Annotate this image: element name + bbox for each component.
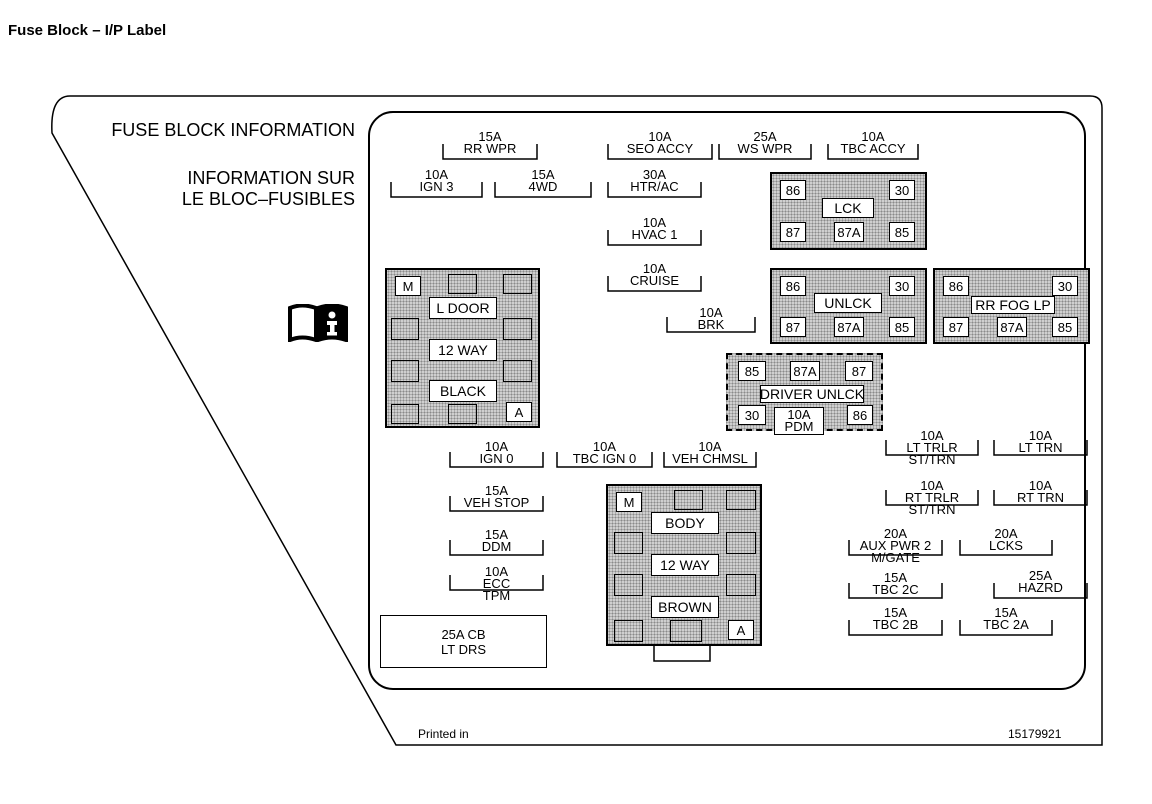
owner-manual-icon: [288, 304, 348, 342]
relay-name: UNLCK: [814, 293, 882, 313]
relay-terminal: 30: [1052, 276, 1078, 296]
connector-cavity: [614, 574, 643, 596]
connector-label: 12 WAY: [651, 554, 719, 576]
relay-terminal: 86: [780, 180, 806, 200]
relay-rr-fog-lp: 86 30 RR FOG LP 87 87A 85: [933, 268, 1090, 344]
page-title: Fuse Block – I/P Label: [8, 22, 167, 39]
connector-label: BODY: [651, 512, 719, 534]
relay-unlck: 86 30 UNLCK 87 87A 85: [770, 268, 927, 344]
connector-cavity: [614, 620, 643, 642]
connector-cavity: [503, 274, 532, 294]
relay-terminal: 86: [847, 405, 873, 425]
printed-in: Printed in: [418, 727, 469, 741]
connector-cavity: [391, 360, 419, 382]
connector-cavity: [503, 318, 532, 340]
relay-terminal: 87: [780, 317, 806, 337]
relay-terminal: 30: [889, 276, 915, 296]
connector-label: BROWN: [651, 596, 719, 618]
connector-cavity: [726, 532, 756, 554]
fuse-block-info-fr-1: INFORMATION SUR: [187, 168, 355, 188]
relay-terminal: 86: [780, 276, 806, 296]
fuse-brackets: [390, 144, 1088, 636]
connector-cavity: [391, 404, 419, 424]
connector-l-door-black: M L DOOR 12 WAY BLACK A: [385, 268, 540, 428]
relay-terminal: 30: [738, 405, 766, 425]
connector-cavity: [503, 360, 532, 382]
relay-terminal: 30: [889, 180, 915, 200]
relay-name: LCK: [822, 198, 874, 218]
connector-cavity: [670, 620, 702, 642]
connector-cavity: [674, 490, 703, 510]
connector-cavity: [448, 274, 477, 294]
relay-terminal: 85: [1052, 317, 1078, 337]
relay-terminal: 85: [889, 317, 915, 337]
relay-lck: 86 30 LCK 87 87A 85: [770, 172, 927, 250]
relay-terminal: 85: [738, 361, 766, 381]
fuse-panel-outline: [368, 111, 1086, 690]
relay-terminal: 85: [889, 222, 915, 242]
relay-name: RR FOG LP: [971, 296, 1055, 314]
relay-terminal: 87: [780, 222, 806, 242]
connector-label: L DOOR: [429, 297, 497, 319]
label-outline: [51, 95, 1103, 746]
connector-cavity: [614, 532, 643, 554]
connector-pin-a: A: [728, 620, 754, 640]
connector-label: BLACK: [429, 380, 497, 402]
fuse-block-info-fr-2: LE BLOC–FUSIBLES: [181, 189, 355, 209]
relay-terminal: 86: [943, 276, 969, 296]
connector-pin-m: M: [395, 276, 421, 296]
relay-terminal: 87A: [997, 317, 1027, 337]
connector-pin-a: A: [506, 402, 532, 422]
connector-label: 12 WAY: [429, 339, 497, 361]
part-number: 15179921: [1008, 727, 1062, 741]
relay-terminal: 87A: [790, 361, 820, 381]
connector-pin-m: M: [616, 492, 642, 512]
connector-cavity: [391, 318, 419, 340]
circuit-breaker-lt-drs: 25A CB LT DRS: [380, 615, 547, 668]
relay-terminal: 87A: [834, 317, 864, 337]
connector-body-brown: M BODY 12 WAY BROWN A: [606, 484, 762, 646]
relay-terminal: 87A: [834, 222, 864, 242]
connector-tab: [653, 644, 711, 662]
relay-name: DRIVER UNLCK: [759, 385, 865, 403]
relay-terminal: 87: [943, 317, 969, 337]
connector-cavity: [726, 490, 756, 510]
relay-terminal: 87: [845, 361, 873, 381]
connector-cavity: [726, 574, 756, 596]
fuse-block-info-en: FUSE BLOCK INFORMATION: [111, 120, 355, 140]
connector-cavity: [448, 404, 477, 424]
